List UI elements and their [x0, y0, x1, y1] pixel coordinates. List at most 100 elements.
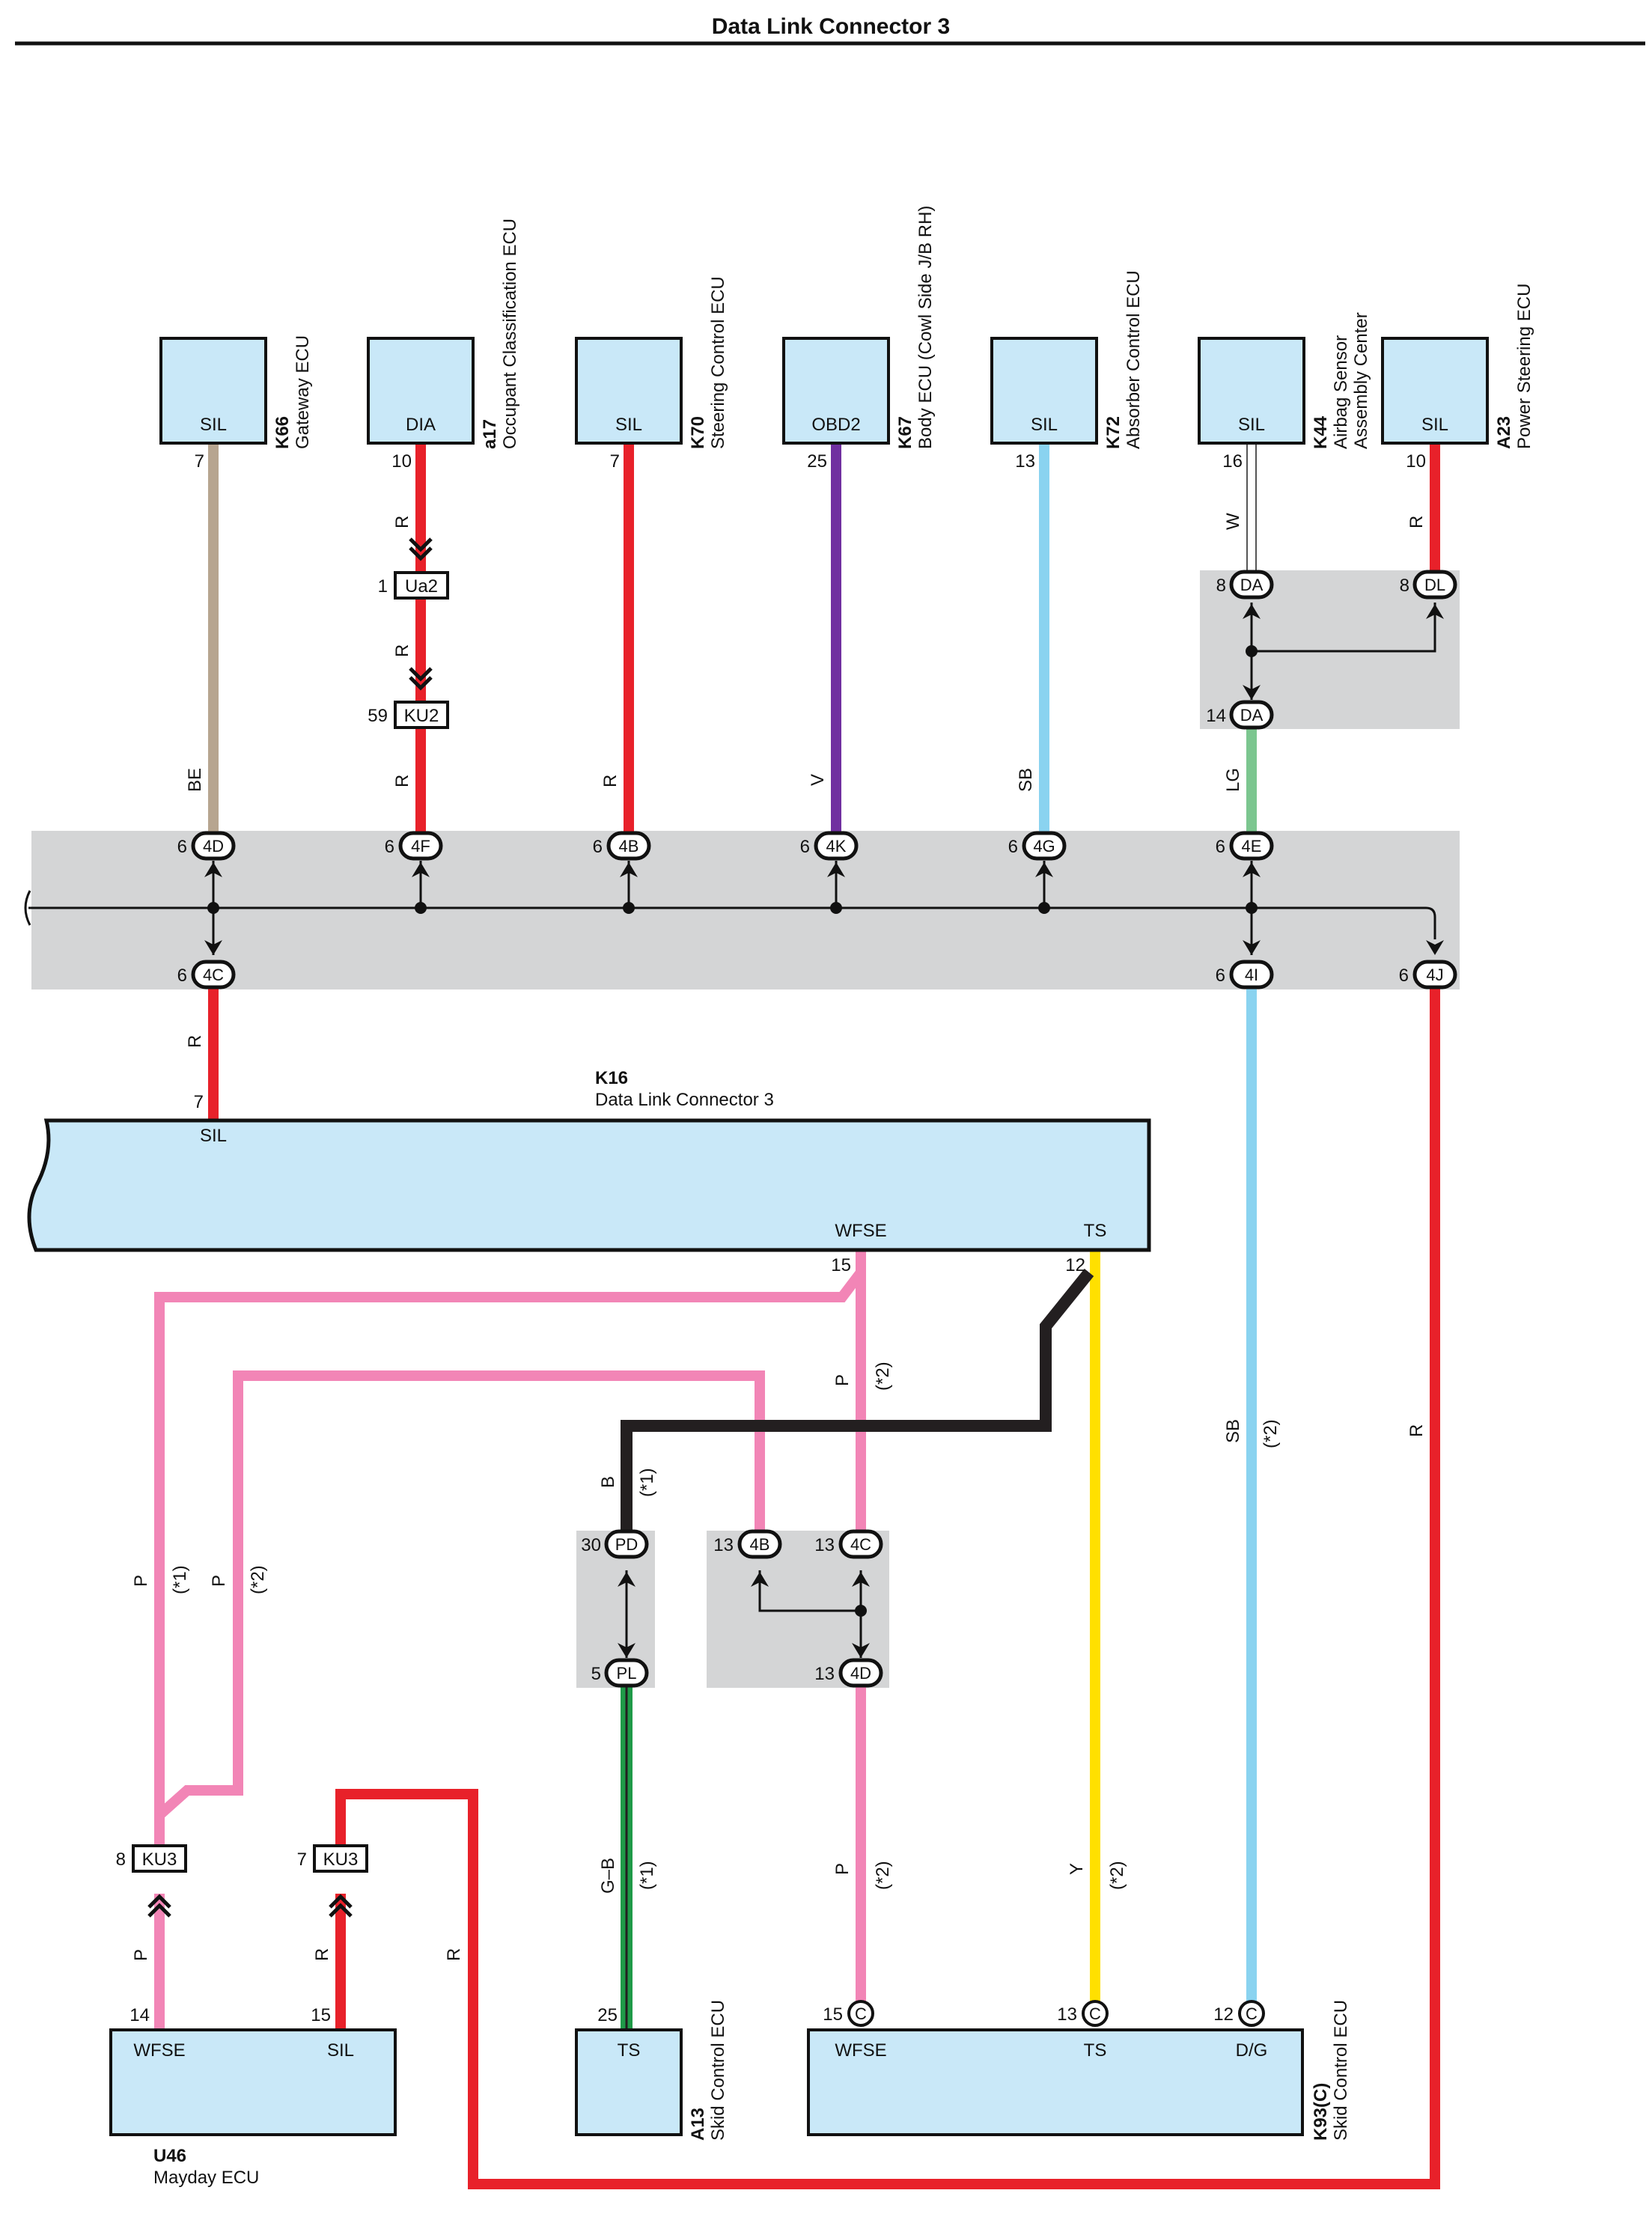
k93-conn-label: C: [1089, 2004, 1101, 2023]
k93-conn-label: C: [855, 2004, 867, 2023]
jc-pin: 6: [177, 837, 187, 857]
wire-note: (*2): [248, 1565, 268, 1594]
arrow-up: [1426, 604, 1444, 619]
chevron: [409, 667, 433, 682]
jc-4f: [398, 831, 443, 861]
arrow-down: [618, 1643, 635, 1658]
terminal-label: SIL: [1238, 415, 1265, 435]
jc-pin: 13: [814, 1664, 835, 1684]
jc-pin: 5: [591, 1664, 601, 1684]
dlc-wfse-pin: 15: [831, 1255, 851, 1275]
jc-label: PL: [617, 1664, 637, 1683]
bus-break: [24, 890, 31, 926]
ecu-name: Occupant Classification ECU: [500, 219, 520, 449]
k93-dg: D/G: [1236, 2040, 1268, 2061]
jc-4e: [1229, 831, 1274, 861]
dlc-sil: SIL: [200, 1126, 227, 1146]
wire-label: G–B: [598, 1858, 618, 1894]
jc-pin: 6: [1008, 837, 1018, 857]
a13-code: A13: [688, 2108, 708, 2141]
jc-label: 4E: [1242, 837, 1262, 856]
wire-label: P: [131, 1949, 151, 1961]
connector-ku3-7: [313, 1844, 368, 1873]
ecu-code: A23: [1494, 416, 1514, 449]
jc-pin: 14: [1206, 706, 1226, 726]
a13-ecu: TS 25 A13 Skid Control ECU: [575, 2000, 728, 2141]
jc-pin: 6: [1216, 966, 1225, 986]
bus-corner-4j: [1425, 906, 1436, 939]
pin-number: 16: [1222, 451, 1243, 472]
terminal-label: SIL: [1031, 415, 1058, 435]
dlc-sil-pin: 7: [194, 1092, 204, 1112]
jc-label: 4B: [750, 1535, 770, 1554]
chevron: [147, 1894, 171, 1909]
jc-pin: 13: [713, 1535, 734, 1555]
arrow-up: [412, 862, 430, 877]
jc-label: 4F: [411, 837, 430, 856]
jc-label: 4G: [1033, 837, 1055, 856]
ecu-name: Power Steering ECU: [1514, 284, 1534, 449]
u46-pin2: 15: [311, 2005, 331, 2025]
ecu-code: K72: [1103, 416, 1124, 449]
dot: [855, 1605, 867, 1617]
jc-4d: [191, 831, 236, 861]
top-ecu-pins: 7 10 7 25 13 16 10: [195, 451, 1426, 472]
jc-label: PD: [615, 1535, 638, 1554]
jc-pin: 6: [1399, 966, 1409, 986]
junction-block-main: [31, 831, 1460, 989]
jc-pin: 8: [1400, 576, 1409, 596]
jc-4g: [1022, 831, 1067, 861]
k93-name: Skid Control ECU: [1331, 2000, 1351, 2141]
jc-label: 4C: [203, 966, 224, 984]
u46-ecu: WFSE SIL 14 15 U46 Mayday ECU: [109, 2005, 397, 2188]
u46-sil: SIL: [327, 2040, 354, 2061]
arrow-up: [620, 862, 638, 877]
pin-number: 10: [391, 451, 412, 472]
jc-4b-lower: [737, 1529, 782, 1559]
u46-wfse: WFSE: [133, 2040, 185, 2061]
k93-conn-1: [847, 2000, 874, 2027]
jc-pin: 30: [581, 1535, 601, 1555]
wire-label: R: [600, 775, 621, 787]
dlc-name: Data Link Connector 3: [595, 1090, 774, 1110]
ecu-box-k44: [1198, 337, 1305, 445]
wire-label: R: [392, 516, 412, 528]
ecu-code: K66: [272, 416, 293, 449]
jc-label: 4I: [1245, 966, 1258, 984]
connector-label: KU2: [404, 706, 439, 726]
wire-label: SB: [1016, 768, 1036, 792]
jc-label: 4B: [619, 837, 639, 856]
terminal-label: DIA: [406, 415, 436, 435]
jc-4k: [814, 831, 859, 861]
j4b-bus: [758, 1570, 861, 1612]
connector-pin: 7: [297, 1850, 307, 1870]
connector-label: Ua2: [405, 576, 438, 597]
upper-bus-h: [1252, 603, 1436, 653]
terminal-label: SIL: [615, 415, 642, 435]
bus-lines: [24, 603, 1436, 1658]
u46-pin1: 14: [129, 2005, 150, 2025]
arrow-up: [827, 862, 845, 877]
wires: [154, 444, 1440, 2189]
ecu-box-k72: [990, 337, 1098, 445]
k93-pin2: 13: [1057, 2004, 1077, 2025]
jc-label: DL: [1424, 576, 1445, 594]
jc-4j: [1412, 960, 1457, 989]
terminal-label: SIL: [1421, 415, 1448, 435]
ecu-box-k67: [782, 337, 890, 445]
top-ecu-boxes: [159, 337, 1489, 445]
dlc-ts: TS: [1084, 1221, 1107, 1241]
jc-label: 4C: [850, 1535, 871, 1554]
dlc-connector: K16 Data Link Connector 3 7 SIL WFSE TS …: [27, 1068, 1151, 1275]
ecu-box-k93: [807, 2028, 1304, 2136]
top-ecu-names: K66 Gateway ECU a17 Occupant Classificat…: [272, 206, 1534, 449]
wire-note: (*1): [170, 1565, 190, 1594]
terminal-label: SIL: [200, 415, 227, 435]
inline-connectors: Ua2 1 KU2 59 KU3 8 KU3 7: [116, 571, 449, 1873]
k93-ts: TS: [1084, 2040, 1107, 2061]
chevron: [409, 546, 433, 561]
ecu-name: Body ECU (Cowl Side J/B RH): [915, 206, 936, 449]
inline-chevrons: [147, 537, 433, 1918]
wire-label: Y: [1067, 1863, 1087, 1875]
wire-label: P: [131, 1575, 151, 1587]
